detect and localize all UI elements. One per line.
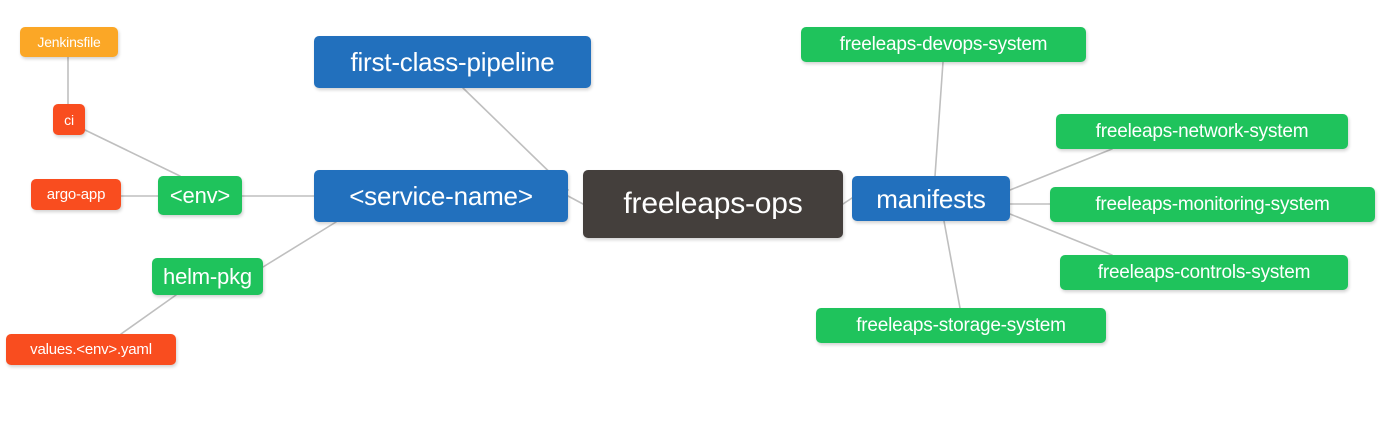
node-manifests[interactable]: manifests bbox=[852, 176, 1010, 221]
edge-manifests-to-devops-system bbox=[934, 61, 944, 177]
node-values-yaml[interactable]: values.<env>.yaml bbox=[6, 334, 176, 365]
node-ci[interactable]: ci bbox=[53, 104, 85, 135]
node-helm-pkg[interactable]: helm-pkg bbox=[152, 258, 263, 295]
node-storage-system[interactable]: freeleaps-storage-system bbox=[816, 308, 1106, 343]
node-argo-app[interactable]: argo-app bbox=[31, 179, 121, 210]
edge-manifests-to-network-system bbox=[1009, 148, 1113, 191]
edge-helm-pkg-to-values-yaml bbox=[120, 294, 177, 335]
node-jenkinsfile[interactable]: Jenkinsfile bbox=[20, 27, 118, 57]
edge-service-name-to-helm-pkg bbox=[262, 221, 337, 268]
node-devops-system[interactable]: freeleaps-devops-system bbox=[801, 27, 1086, 62]
node-controls-system[interactable]: freeleaps-controls-system bbox=[1060, 255, 1348, 290]
edge-env-to-ci bbox=[84, 129, 181, 177]
edge-root-to-manifests bbox=[842, 197, 853, 205]
node-root[interactable]: freeleaps-ops bbox=[583, 170, 843, 238]
node-monitoring-system[interactable]: freeleaps-monitoring-system bbox=[1050, 187, 1375, 222]
edge-root-to-service-name bbox=[567, 195, 584, 205]
node-service-name[interactable]: <service-name> bbox=[314, 170, 568, 222]
node-first-class-pipeline[interactable]: first-class-pipeline bbox=[314, 36, 591, 88]
node-network-system[interactable]: freeleaps-network-system bbox=[1056, 114, 1348, 149]
node-env[interactable]: <env> bbox=[158, 176, 242, 215]
edge-manifests-to-storage-system bbox=[943, 220, 961, 309]
